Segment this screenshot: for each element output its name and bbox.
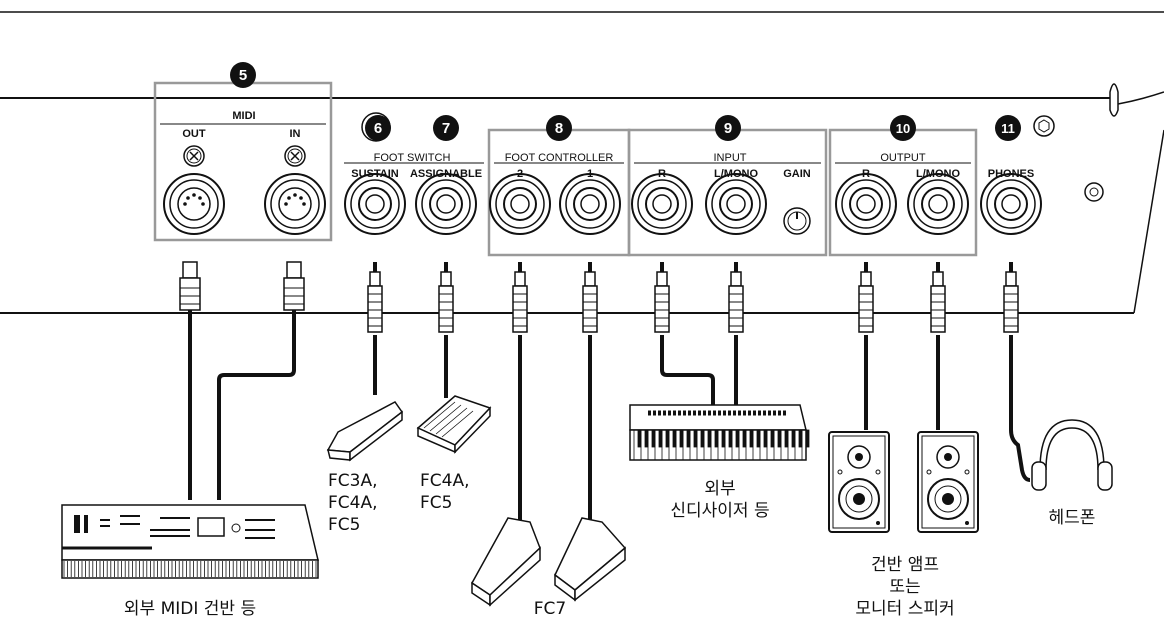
input-l-label: L/MONO bbox=[714, 168, 758, 180]
keyboard-keys bbox=[63, 561, 317, 577]
gain-knob bbox=[783, 207, 811, 235]
badge-foot-switch-assignable: 7 bbox=[433, 115, 459, 141]
assignable-label: ASSIGNABLE bbox=[409, 168, 483, 180]
caption-midi-keyboard: 외부 MIDI 건반 등 bbox=[123, 599, 257, 619]
badge-input: 9 bbox=[715, 115, 741, 141]
badge-foot-controller: 8 bbox=[546, 115, 572, 141]
output-l-label: L/MONO bbox=[916, 168, 960, 180]
input-title: INPUT bbox=[713, 152, 747, 164]
input-r-label: R bbox=[658, 168, 666, 180]
sustain-jack bbox=[344, 173, 406, 235]
fc3a-pedal bbox=[326, 401, 404, 462]
midi-in-label: IN bbox=[289, 128, 301, 140]
sustain-label: SUSTAIN bbox=[351, 168, 399, 180]
input-r-jack bbox=[631, 173, 693, 235]
fc2-jack bbox=[489, 173, 551, 235]
midi-out-label: OUT bbox=[182, 128, 206, 140]
fc7-pedal-1 bbox=[471, 517, 541, 607]
caption-headphones: 헤드폰 bbox=[1048, 508, 1096, 528]
midi-out-jack bbox=[163, 173, 225, 235]
speaker-left bbox=[828, 431, 890, 533]
foot-controller-title: FOOT CONTROLLER bbox=[504, 152, 614, 164]
midi-out-screw bbox=[183, 145, 205, 167]
panel-screw bbox=[1084, 182, 1104, 202]
caption-synth: 외부 신디사이저 등 bbox=[670, 479, 770, 521]
badge-output: 10 bbox=[890, 115, 916, 141]
assignable-jack bbox=[415, 173, 477, 235]
badge-phones: 11 bbox=[995, 115, 1021, 141]
badge-midi: 5 bbox=[230, 62, 256, 88]
fc2-label: 2 bbox=[516, 168, 524, 180]
fc1-label: 1 bbox=[586, 168, 594, 180]
fc4a-pedal bbox=[416, 395, 492, 454]
ground-screw bbox=[1033, 115, 1055, 137]
caption-fc3a: FC3A, FC4A, FC5 bbox=[328, 471, 378, 535]
synthesizer bbox=[629, 404, 810, 461]
speaker-right bbox=[917, 431, 979, 533]
foot-switch-title: FOOT SWITCH bbox=[373, 152, 451, 164]
fc1-jack bbox=[559, 173, 621, 235]
midi-in-jack bbox=[264, 173, 326, 235]
badge-foot-switch-sustain: 6 bbox=[365, 115, 391, 141]
caption-fc4a: FC4A, FC5 bbox=[420, 471, 470, 513]
phones-jack bbox=[980, 173, 1042, 235]
midi-keyboard bbox=[61, 504, 319, 579]
output-r-label: R bbox=[862, 168, 870, 180]
cables bbox=[188, 310, 1031, 520]
output-r-jack bbox=[835, 173, 897, 235]
fc7-pedal-2 bbox=[554, 517, 627, 602]
caption-amp: 건반 앰프 또는 모니터 스피커 bbox=[855, 555, 955, 619]
headphones bbox=[1031, 419, 1113, 491]
phones-label: PHONES bbox=[987, 168, 1035, 180]
midi-title: MIDI bbox=[232, 110, 256, 122]
midi-in-screw bbox=[284, 145, 306, 167]
output-title: OUTPUT bbox=[880, 152, 926, 164]
output-l-jack bbox=[907, 173, 969, 235]
gain-label: GAIN bbox=[783, 168, 811, 180]
input-l-jack bbox=[705, 173, 767, 235]
caption-fc7: FC7 bbox=[533, 599, 567, 619]
